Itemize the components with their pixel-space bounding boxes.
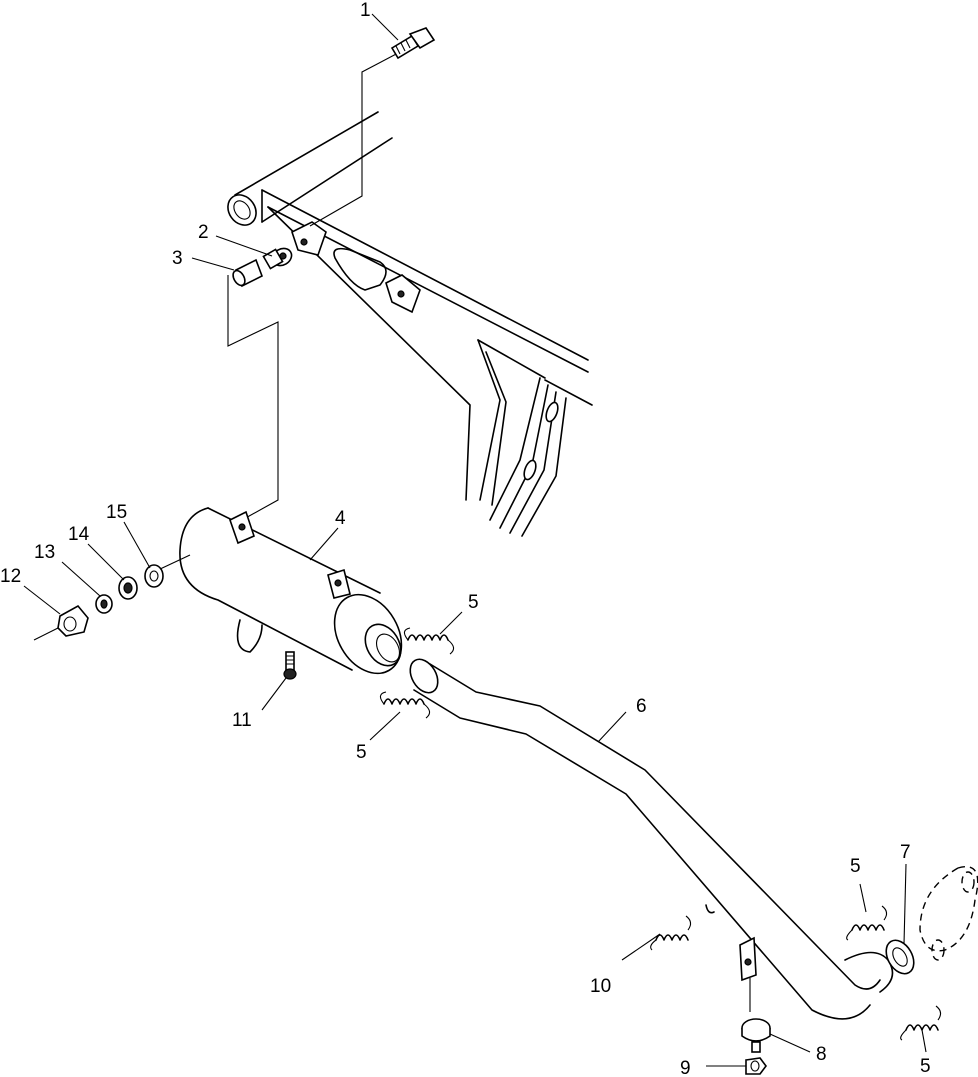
screw-11	[283, 651, 297, 680]
label-part-5-right-lower: 5	[920, 1056, 931, 1077]
bushing-2	[262, 247, 293, 270]
head-pipe-6	[409, 658, 894, 1020]
label-part-15: 15	[106, 502, 127, 523]
leader-lines	[33, 51, 401, 641]
lock-washer-13	[95, 594, 113, 614]
muffler-4	[179, 507, 403, 675]
spring-5-right-lower	[900, 1005, 942, 1041]
label-part-7: 7	[900, 842, 911, 863]
spring-5-right-upper	[846, 905, 888, 941]
label-part-8: 8	[816, 1044, 827, 1065]
label-part-2: 2	[198, 222, 209, 243]
label-part-3: 3	[172, 248, 183, 269]
spring-5-upper	[403, 627, 455, 655]
washer-14	[118, 576, 138, 600]
label-part-9: 9	[680, 1058, 691, 1077]
label-part-13: 13	[34, 542, 55, 563]
callout-leaders	[23, 13, 927, 1053]
grommet-8	[741, 1018, 771, 1053]
label-part-6: 6	[636, 696, 647, 717]
nut-9	[706, 1057, 767, 1075]
spring-5-lower	[379, 691, 431, 719]
washer-15	[144, 564, 164, 588]
label-part-5-upper: 5	[468, 592, 479, 613]
part-labels: 1 2 3 4 5 5 5 5 6 7 8 9 10 11 12 13 14 1…	[0, 0, 931, 1077]
label-part-14: 14	[68, 524, 90, 545]
gasket-7	[885, 939, 915, 975]
label-part-1: 1	[360, 0, 371, 21]
label-part-5-lower: 5	[356, 742, 367, 763]
label-part-11: 11	[232, 710, 252, 731]
label-part-5-right-upper: 5	[850, 856, 861, 877]
bolt-1	[390, 27, 436, 60]
label-part-10: 10	[590, 976, 611, 997]
spacer-3	[232, 258, 264, 288]
nut-12	[57, 604, 89, 637]
label-part-4: 4	[335, 508, 346, 529]
spring-10	[650, 915, 692, 951]
label-part-12: 12	[0, 566, 21, 587]
exhaust-port-outline	[919, 866, 978, 961]
frame	[227, 111, 593, 537]
